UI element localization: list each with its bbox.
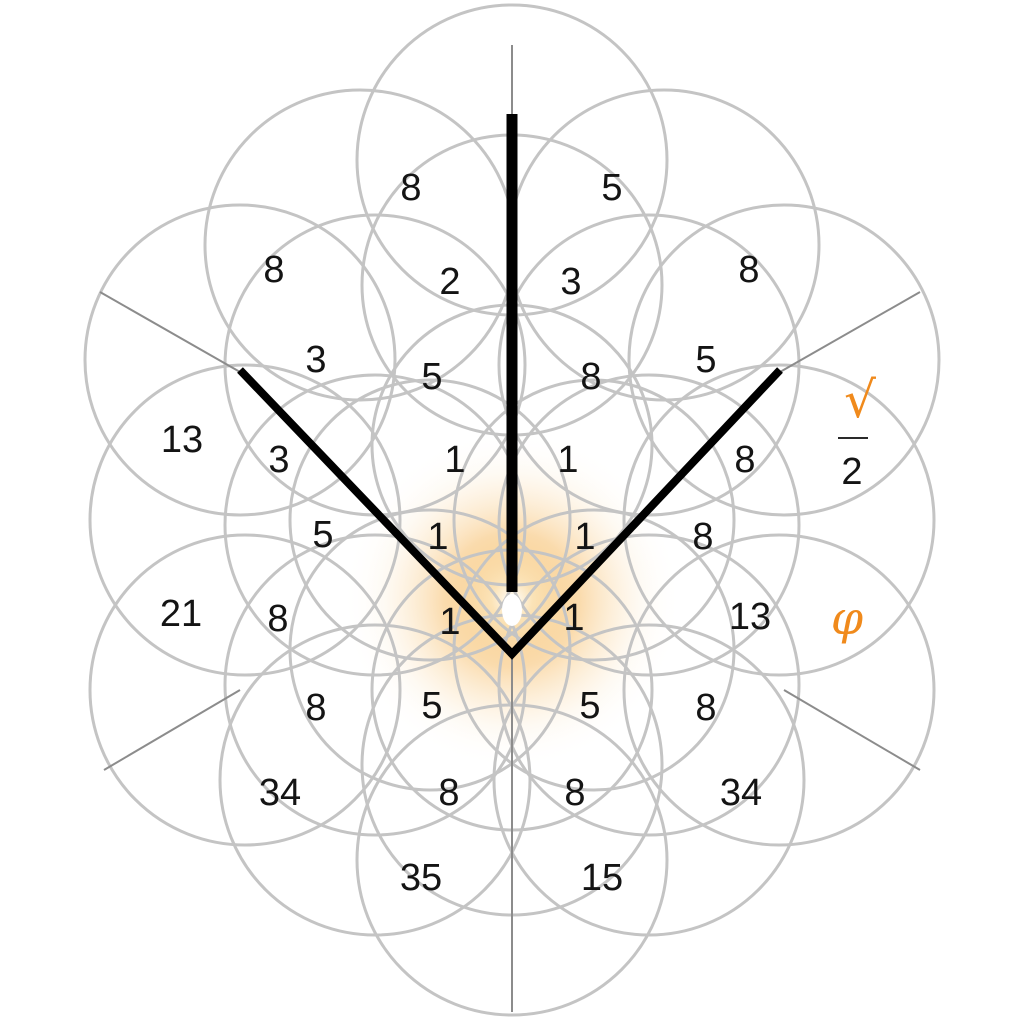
number-label: 35 <box>400 857 442 899</box>
number-label: 3 <box>560 261 581 303</box>
number-label: 8 <box>438 772 459 814</box>
number-label: 8 <box>400 167 421 209</box>
circle <box>88 363 402 677</box>
circle <box>452 378 736 662</box>
number-label: 5 <box>695 339 716 381</box>
number-label: 1 <box>427 516 448 558</box>
number-label: 8 <box>580 356 601 398</box>
clock-hands <box>237 114 783 660</box>
circle <box>223 533 527 837</box>
circle <box>497 373 801 677</box>
sqrt-symbol: √ <box>844 371 876 429</box>
number-label: 21 <box>160 593 202 635</box>
circle <box>452 508 736 792</box>
number-label: 8 <box>564 772 585 814</box>
phi-symbol: φ <box>831 591 864 645</box>
number-label: 5 <box>312 514 333 556</box>
circle <box>88 533 402 847</box>
circle <box>622 363 936 677</box>
number-label: 8 <box>692 516 713 558</box>
number-label: 34 <box>259 772 301 814</box>
number-label: 1 <box>439 601 460 643</box>
number-label: 5 <box>579 685 600 727</box>
number-label: 1 <box>574 516 595 558</box>
spoke-lower-right <box>783 689 921 771</box>
number-label: 8 <box>734 439 755 481</box>
number-label: 8 <box>305 687 326 729</box>
number-label: 5 <box>421 356 442 398</box>
numbers: 8 5 8 2 3 8 3 5 8 5 13 3 1 1 8 5 1 1 8 2… <box>160 167 771 899</box>
number-label: 13 <box>161 419 203 461</box>
number-label: 15 <box>581 857 623 899</box>
circle <box>627 203 941 517</box>
sqrt-two-fraction: √ 2 <box>838 371 876 493</box>
circle <box>288 508 572 792</box>
center-light <box>502 594 522 626</box>
number-label: 34 <box>720 772 762 814</box>
circle-grid <box>83 3 941 1017</box>
circle <box>288 378 572 662</box>
number-label: 8 <box>267 598 288 640</box>
number-label: 3 <box>305 339 326 381</box>
number-label: 8 <box>738 249 759 291</box>
number-label: 8 <box>263 249 284 291</box>
number-label: 13 <box>729 596 771 638</box>
spoke-lower-left <box>103 689 241 771</box>
fraction-denominator: 2 <box>841 451 862 493</box>
number-label: 1 <box>557 439 578 481</box>
number-label: 5 <box>421 685 442 727</box>
spoke-upper-left <box>99 291 241 373</box>
circle <box>622 533 936 847</box>
spoke-upper-right <box>779 291 921 373</box>
circle <box>223 373 527 677</box>
circle <box>497 533 801 837</box>
number-label: 2 <box>439 261 460 303</box>
number-label: 3 <box>268 439 289 481</box>
number-label: 5 <box>601 167 622 209</box>
circle <box>497 213 801 517</box>
number-label: 1 <box>563 597 584 639</box>
number-label: 1 <box>444 439 465 481</box>
number-label: 8 <box>695 687 716 729</box>
circle <box>83 203 397 517</box>
v-hand <box>237 367 783 660</box>
